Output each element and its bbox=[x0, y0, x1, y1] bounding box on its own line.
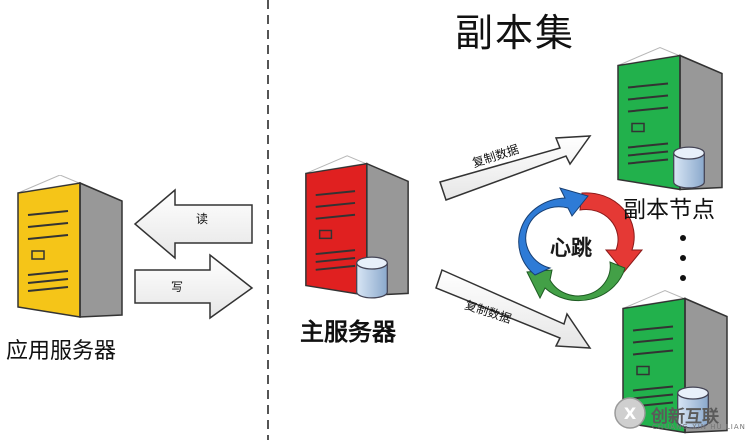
app-server-label: 应用服务器 bbox=[6, 339, 117, 364]
diagram-title: 副本集 bbox=[455, 11, 576, 55]
svg-text:X: X bbox=[624, 404, 637, 423]
primary-server-label: 主服务器 bbox=[300, 318, 396, 346]
read-edge-label: 读 bbox=[196, 212, 209, 226]
replicate-lower-arrow bbox=[435, 268, 592, 349]
write-arrow bbox=[134, 253, 254, 320]
primary-server-icon bbox=[304, 154, 410, 299]
ellipsis-dots bbox=[680, 235, 686, 281]
replica-node-label: 副本节点 bbox=[623, 197, 715, 223]
watermark-subtext: CHUANG XIN HU LIAN bbox=[652, 423, 746, 431]
heartbeat-label: 心跳 bbox=[550, 236, 592, 260]
write-edge-label: 写 bbox=[171, 280, 184, 294]
app-server-icon bbox=[17, 175, 123, 318]
replicate-upper-arrow bbox=[439, 135, 592, 201]
read-arrow bbox=[133, 188, 253, 260]
watermark-text: 创新互联 bbox=[651, 407, 719, 427]
replica-server-icon bbox=[616, 46, 724, 191]
watermark-logo: X bbox=[614, 397, 646, 429]
heartbeat-cycle-icon bbox=[518, 187, 644, 302]
